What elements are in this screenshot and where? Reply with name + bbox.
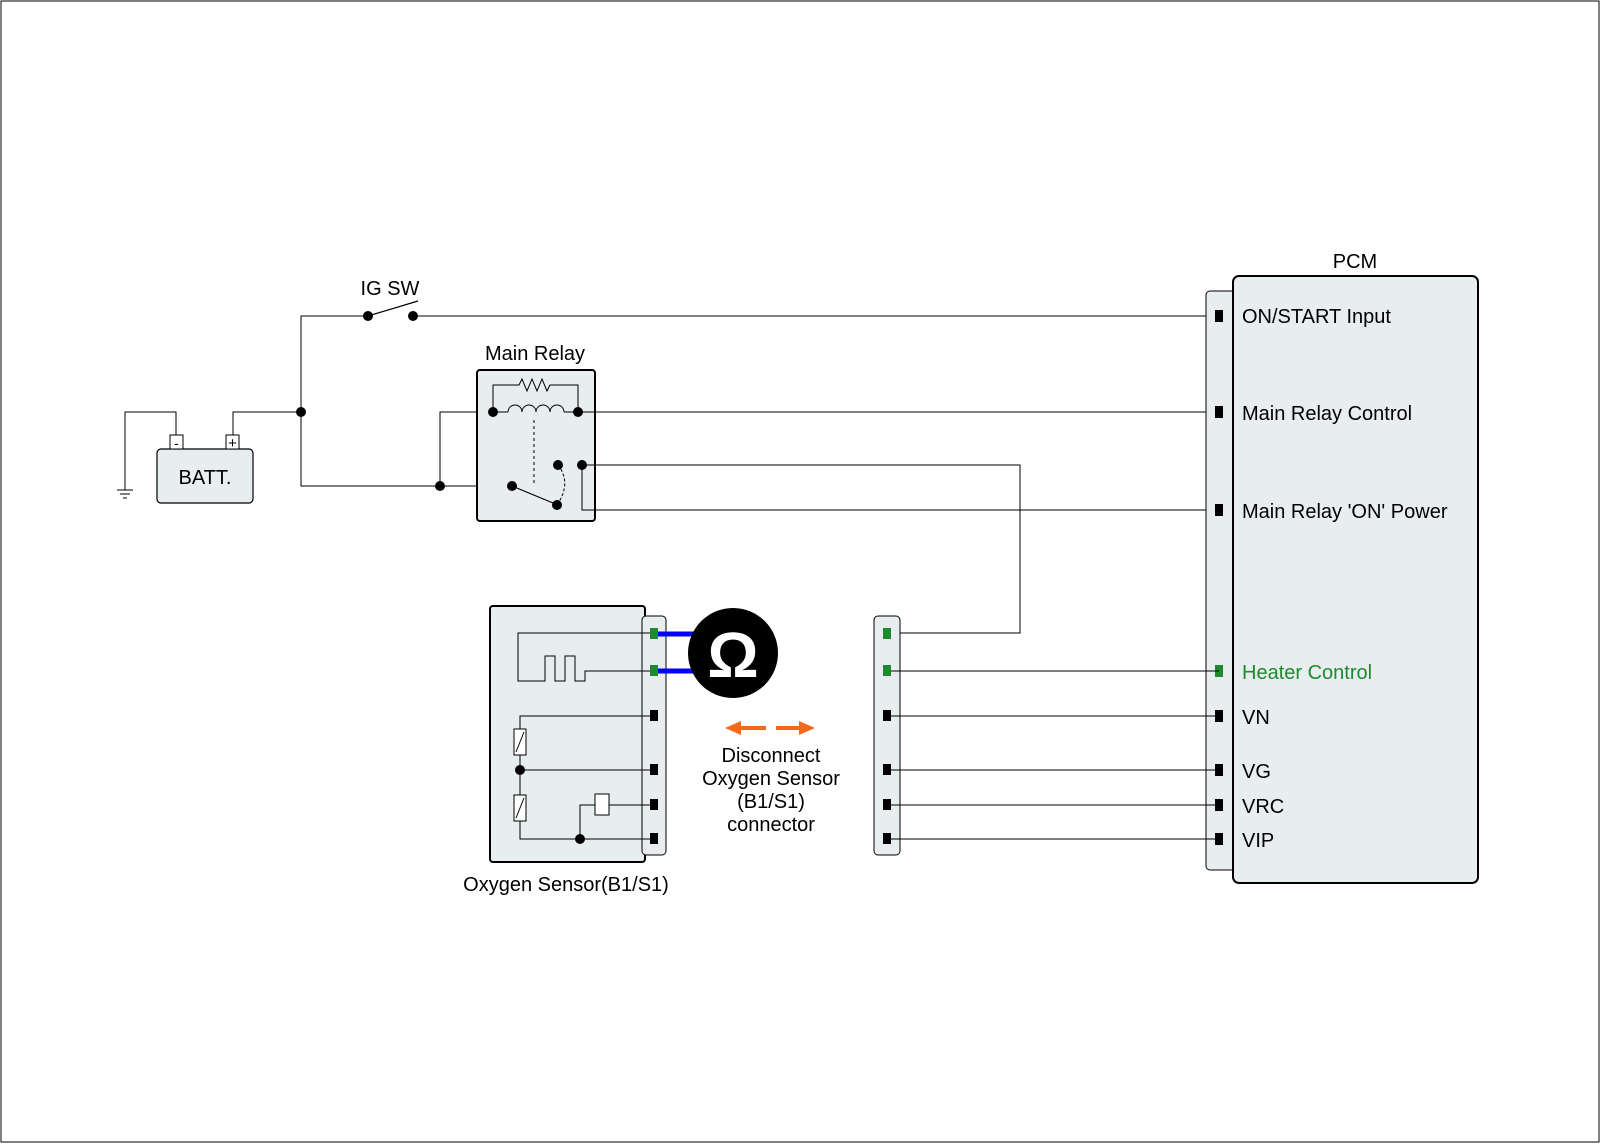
ground-icon — [117, 411, 177, 499]
disconnect-instruction: Disconnect Oxygen Sensor (B1/S1) connect… — [702, 745, 840, 836]
pcm-body — [1232, 275, 1479, 884]
disconnect-line-4: connector — [727, 814, 815, 836]
harness-pin — [883, 799, 891, 810]
harness-pin — [883, 833, 891, 844]
disconnect-line-1: Disconnect — [722, 745, 821, 767]
ohm-symbol: Ω — [707, 619, 758, 691]
battery-label: BATT. — [179, 467, 232, 489]
sensor-pin — [650, 833, 658, 844]
heater-power-wire — [582, 464, 1021, 634]
main-relay-label: Main Relay — [485, 343, 585, 365]
sensor-pin — [650, 628, 658, 639]
heater-element — [517, 632, 650, 682]
battery: BATT. - + — [156, 434, 254, 504]
battery-minus-sign: - — [174, 435, 179, 451]
resistor-icon — [492, 377, 579, 412]
pcm-pin-label-vn: VN — [1242, 707, 1270, 729]
power-wires — [232, 315, 512, 487]
pcm-pin — [1215, 406, 1223, 418]
harness-pin — [883, 764, 891, 775]
pcm-pin — [1215, 310, 1223, 322]
disconnect-arrows-icon — [725, 721, 815, 735]
pcm-pin-label-vg: VG — [1242, 761, 1271, 783]
sensor-pin — [650, 710, 658, 721]
sensor-connector — [641, 615, 667, 856]
main-relay: Main Relay — [476, 343, 1219, 522]
pcm-pin-label-main-relay-control: Main Relay Control — [1242, 403, 1412, 425]
sensor-pin — [650, 764, 658, 775]
harness-pin — [883, 628, 891, 639]
pcm: PCM ON/START Input Main Relay Control Ma… — [1205, 251, 1479, 884]
battery-plus-sign: + — [228, 435, 237, 452]
sensor-pin — [650, 665, 658, 676]
harness-pin — [883, 710, 891, 721]
pcm-pin — [1215, 504, 1223, 516]
pcm-pin-label-on-start: ON/START Input — [1242, 306, 1391, 328]
ig-sw-label: IG SW — [361, 278, 420, 300]
pcm-pin-label-main-relay-on-power: Main Relay 'ON' Power — [1242, 501, 1448, 523]
sensor-pin — [650, 799, 658, 810]
disconnect-line-2: Oxygen Sensor — [702, 768, 840, 790]
junction-dot — [296, 407, 306, 417]
sensor-element — [513, 715, 650, 840]
pcm-pin-label-vip: VIP — [1242, 830, 1274, 852]
harness-connector — [873, 615, 901, 856]
ohm-meter-icon: Ω — [658, 608, 778, 698]
pcm-pin-label-heater-control: Heater Control — [1242, 662, 1372, 684]
junction-dot — [435, 481, 445, 491]
disconnect-line-3: (B1/S1) — [737, 791, 805, 813]
oxygen-sensor: Oxygen Sensor(B1/S1) — [463, 605, 669, 896]
pcm-pin-label-vrc: VRC — [1242, 796, 1284, 818]
pcm-label: PCM — [1333, 251, 1377, 273]
ignition-switch: IG SW — [361, 278, 420, 321]
signal-wires — [891, 670, 1219, 840]
pcm-connector — [1205, 290, 1237, 871]
harness-pin — [883, 665, 891, 676]
oxygen-sensor-label: Oxygen Sensor(B1/S1) — [463, 874, 669, 896]
